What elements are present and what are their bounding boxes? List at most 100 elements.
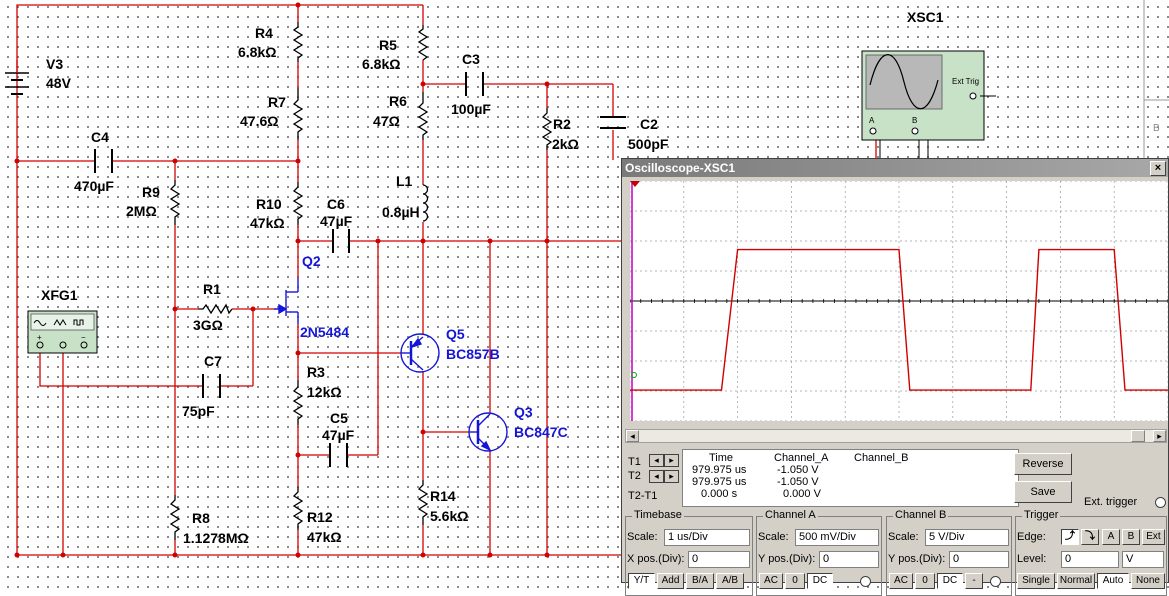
resistor-r8[interactable] bbox=[169, 495, 181, 540]
trigger-source-b-button[interactable]: B bbox=[1122, 529, 1140, 545]
scroll-left-button[interactable]: ◂ bbox=[626, 430, 639, 442]
l1-value: 0.8µH bbox=[382, 204, 420, 220]
channel-b-radio[interactable] bbox=[990, 576, 1001, 587]
mode-add-button[interactable]: Add bbox=[657, 573, 684, 589]
trigger-normal-button[interactable]: Normal bbox=[1057, 573, 1095, 589]
trigger-falling-edge-button[interactable]: ⤵ bbox=[1081, 529, 1099, 545]
schematic-canvas[interactable]: B bbox=[0, 0, 1169, 583]
channel-a-zero-button[interactable]: 0 bbox=[785, 573, 805, 589]
resistor-r12[interactable] bbox=[292, 487, 304, 530]
trigger-none-button[interactable]: None bbox=[1131, 573, 1165, 589]
wires bbox=[16, 4, 877, 556]
window-titlebar[interactable]: Oscilloscope-XSC1 × bbox=[622, 159, 1168, 177]
r1-value: 3GΩ bbox=[193, 317, 223, 333]
t1-left-button[interactable]: ◂ bbox=[649, 454, 664, 467]
channel-b-ac-button[interactable]: AC bbox=[889, 573, 913, 589]
rising-edge-icon: ⤴ bbox=[1065, 531, 1075, 542]
resistor-r6[interactable] bbox=[417, 92, 429, 140]
resistor-r7[interactable] bbox=[292, 88, 304, 140]
window-title: Oscilloscope-XSC1 bbox=[625, 161, 736, 175]
col-channel-a: Channel_A bbox=[774, 452, 829, 464]
r14-value: 5.6kΩ bbox=[430, 508, 468, 524]
resistor-r4[interactable] bbox=[292, 22, 304, 62]
reverse-button[interactable]: Reverse bbox=[1014, 453, 1072, 475]
mode-ab-button[interactable]: A/B bbox=[716, 573, 744, 589]
close-button[interactable]: × bbox=[1150, 161, 1166, 176]
scroll-right-button[interactable]: ▸ bbox=[1153, 430, 1166, 442]
trigger-source-ext-button[interactable]: Ext bbox=[1142, 529, 1165, 545]
resistor-r3[interactable] bbox=[292, 380, 304, 425]
cursor-readout-table: Time Channel_A Channel_B 979.975 us -1.0… bbox=[682, 449, 1019, 507]
v3-ref: V3 bbox=[46, 56, 63, 72]
timebase-scale-field[interactable]: 1 us/Div bbox=[664, 529, 750, 546]
t2-left-button[interactable]: ◂ bbox=[649, 470, 664, 483]
channel-a-trace bbox=[630, 248, 1168, 391]
c3-ref: C3 bbox=[462, 51, 480, 67]
cursor-t1-marker[interactable] bbox=[630, 181, 640, 187]
transistor-q3[interactable] bbox=[468, 412, 508, 452]
resistor-r10[interactable] bbox=[292, 182, 304, 225]
capacitor-c5[interactable] bbox=[329, 443, 348, 467]
trigger-source-a-button[interactable]: A bbox=[1102, 529, 1120, 545]
r8-value: 1.1278MΩ bbox=[183, 530, 249, 546]
resistor-r5[interactable] bbox=[417, 25, 429, 61]
channel-a-radio[interactable] bbox=[860, 576, 871, 587]
t2-label: T2 bbox=[628, 470, 641, 482]
channel-a-dc-button[interactable]: DC bbox=[807, 573, 833, 589]
channel-b-scale-field[interactable]: 5 V/Div bbox=[925, 529, 1009, 546]
channel-b-invert-button[interactable]: - bbox=[965, 573, 983, 589]
r7-ref: R7 bbox=[268, 94, 286, 110]
ext-trigger-terminal[interactable] bbox=[1155, 497, 1166, 508]
capacitor-c4[interactable] bbox=[94, 149, 113, 173]
horizontal-scrollbar[interactable]: ◂ ▸ bbox=[625, 429, 1167, 443]
inductor-l1[interactable] bbox=[422, 184, 429, 222]
scroll-thumb[interactable] bbox=[1131, 430, 1145, 442]
t1-label: T1 bbox=[628, 456, 641, 468]
function-generator-xfg1[interactable]: + − bbox=[27, 310, 98, 354]
timebase-xpos-field[interactable]: 0 bbox=[688, 551, 750, 568]
capacitor-c2[interactable] bbox=[600, 116, 626, 129]
resistor-r1[interactable] bbox=[198, 303, 233, 315]
channel-a-group: Channel A Scale: 500 mV/Div Y pos.(Div):… bbox=[756, 509, 882, 596]
r2-value: 2kΩ bbox=[552, 136, 579, 152]
r14-ref: R14 bbox=[430, 488, 456, 504]
trigger-rising-edge-button[interactable]: ⤴ bbox=[1061, 529, 1079, 545]
battery-v3[interactable] bbox=[5, 60, 29, 95]
xsc1-channel-b-label: B bbox=[912, 116, 917, 125]
trigger-level-unit[interactable]: V bbox=[1122, 551, 1164, 568]
r8-ref: R8 bbox=[192, 510, 210, 526]
resistor-r2[interactable] bbox=[541, 108, 553, 150]
c2-value: 500pF bbox=[628, 136, 669, 152]
channel-a-ypos-field[interactable]: 0 bbox=[819, 551, 879, 568]
channel-b-dc-button[interactable]: DC bbox=[937, 573, 963, 589]
trigger-level-field[interactable]: 0 bbox=[1061, 551, 1119, 568]
mode-ba-button[interactable]: B/A bbox=[686, 573, 714, 589]
trigger-auto-button[interactable]: Auto bbox=[1097, 573, 1129, 589]
r9-ref: R9 bbox=[142, 184, 160, 200]
capacitor-c7[interactable] bbox=[202, 374, 221, 398]
capacitor-c6[interactable] bbox=[332, 229, 350, 253]
channel-b-group: Channel B Scale: 5 V/Div Y pos.(Div): 0 … bbox=[886, 509, 1012, 596]
svg-text:−: − bbox=[81, 333, 86, 342]
channel-b-ypos-field[interactable]: 0 bbox=[949, 551, 1009, 568]
channel-a-scale-field[interactable]: 500 mV/Div bbox=[795, 529, 879, 546]
v3-value: 48V bbox=[46, 75, 72, 91]
resistor-r14[interactable] bbox=[417, 480, 429, 525]
timebase-title: Timebase bbox=[632, 509, 684, 521]
trigger-single-button[interactable]: Single bbox=[1017, 573, 1055, 589]
transistor-q2[interactable] bbox=[274, 278, 299, 324]
t2-right-button[interactable]: ▸ bbox=[664, 470, 679, 483]
channel-b-zero-button[interactable]: 0 bbox=[915, 573, 935, 589]
transistor-q5[interactable] bbox=[400, 333, 440, 373]
scope-grid bbox=[630, 181, 1168, 421]
channel-b-ypos-label: Y pos.(Div): bbox=[888, 553, 946, 565]
c7-ref: C7 bbox=[204, 353, 222, 369]
channel-a-ac-button[interactable]: AC bbox=[759, 573, 783, 589]
oscilloscope-window[interactable]: Oscilloscope-XSC1 × ◂ ▸ T1 T2 T2-T1 ◂ ▸ … bbox=[621, 158, 1169, 596]
capacitor-c3[interactable] bbox=[465, 72, 484, 96]
oscilloscope-xsc1[interactable]: Ext Trig A B bbox=[861, 50, 996, 158]
mode-yt-button[interactable]: Y/T bbox=[628, 573, 655, 589]
t1-right-button[interactable]: ▸ bbox=[664, 454, 679, 467]
resistor-r9[interactable] bbox=[169, 180, 181, 225]
save-button[interactable]: Save bbox=[1014, 481, 1072, 503]
